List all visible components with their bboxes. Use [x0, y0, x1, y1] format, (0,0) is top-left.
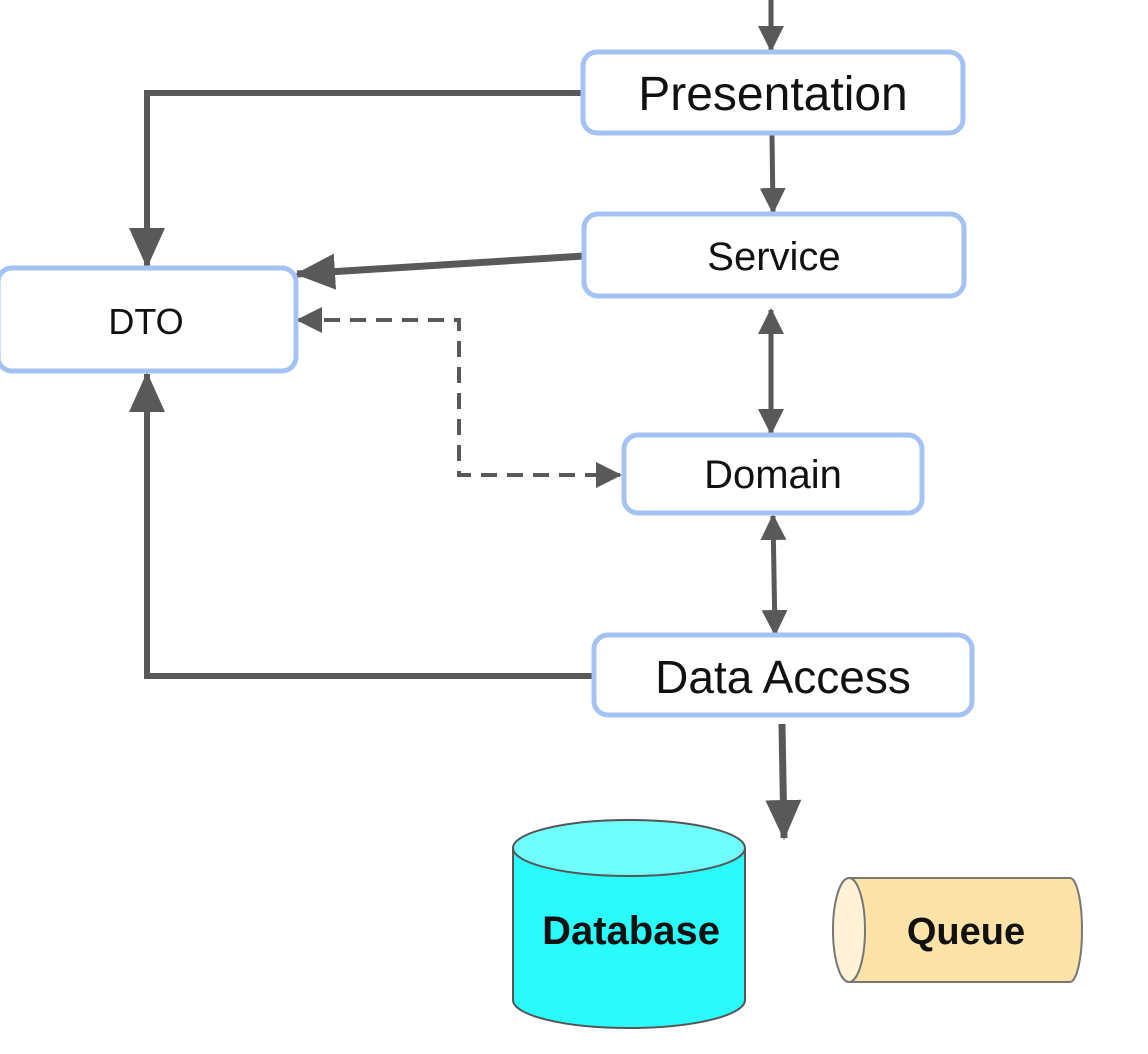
node-data-access: Data Access — [591, 632, 975, 718]
node-presentation-label: Presentation — [638, 68, 908, 121]
edge-domain-data-access — [760, 514, 788, 636]
queue-end-ellipse — [832, 877, 866, 983]
node-database: Database — [512, 819, 746, 1029]
edge-presentation-service — [759, 134, 786, 214]
node-service-label: Service — [707, 235, 840, 279]
edge-presentation-dto — [129, 90, 582, 268]
node-data-access-label: Data Access — [655, 651, 911, 703]
node-dto: DTO — [0, 265, 299, 374]
database-cylinder-icon — [512, 848, 746, 1029]
node-dto-label: DTO — [108, 301, 183, 342]
node-domain: Domain — [621, 432, 925, 516]
edge-data-access-dto — [129, 372, 594, 679]
node-queue: Queue — [832, 877, 1083, 983]
database-top-ellipse — [512, 819, 746, 877]
edge-service-dto — [295, 252, 585, 290]
edge-data-access-database — [765, 723, 802, 840]
node-database-label: Database — [542, 909, 720, 953]
node-domain-label: Domain — [704, 453, 842, 497]
node-service: Service — [581, 211, 967, 299]
node-queue-label: Queue — [907, 911, 1025, 953]
queue-cylinder-icon — [849, 877, 1083, 983]
edge-domain-dto-dashed — [296, 307, 622, 488]
node-presentation: Presentation — [580, 49, 966, 136]
